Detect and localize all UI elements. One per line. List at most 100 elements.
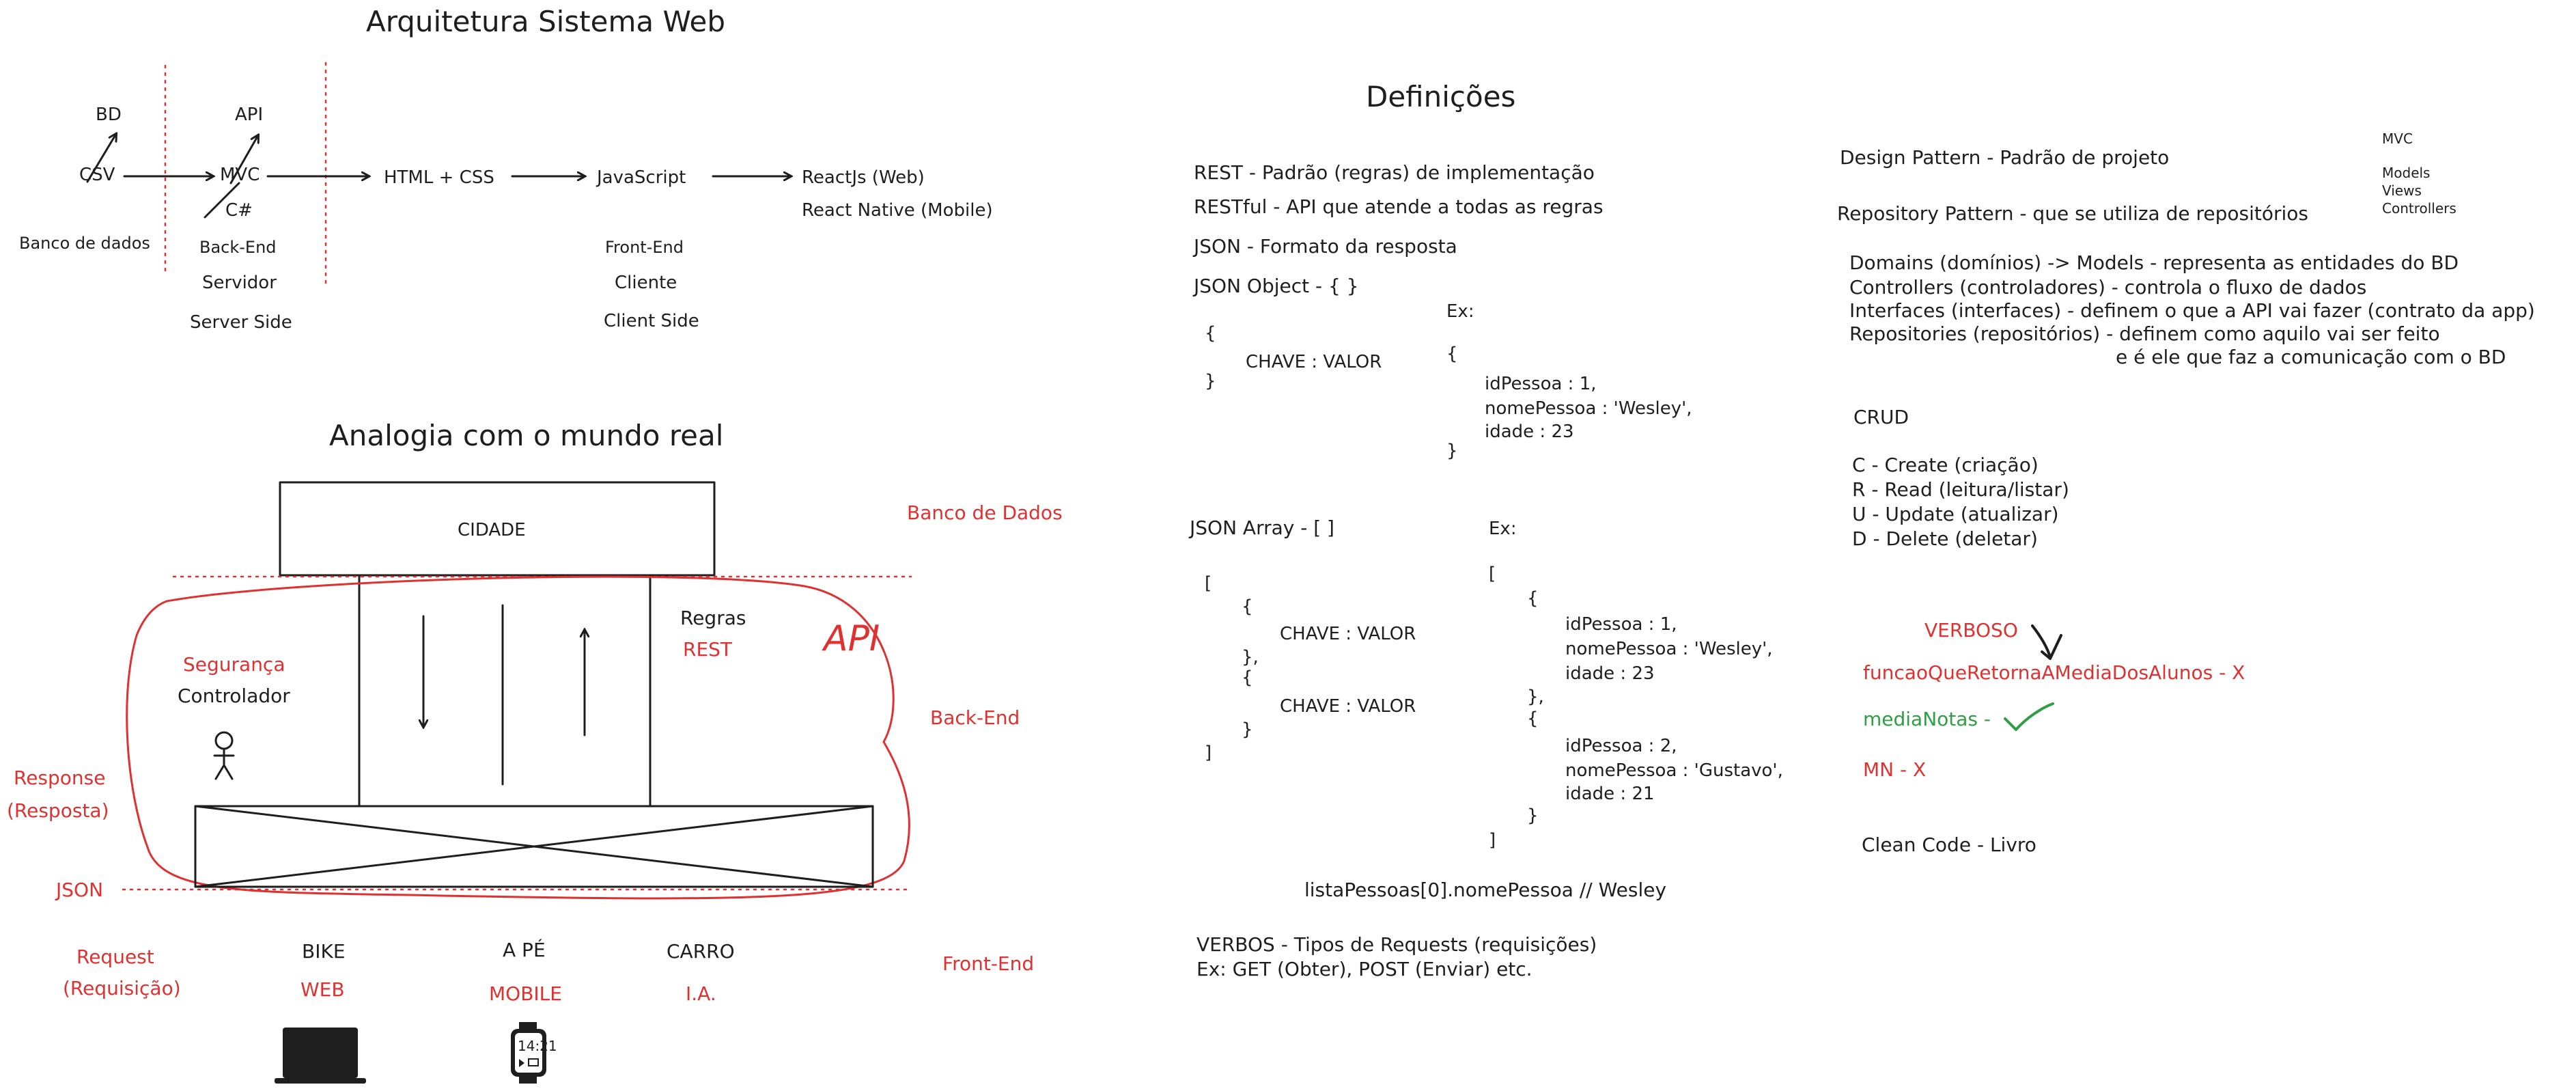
ex-close: } [1446, 441, 1458, 461]
arch-banco: Banco de dados [19, 234, 150, 253]
ex2-open: [ [1489, 564, 1496, 584]
arch-clientside: Client Side [604, 311, 699, 331]
def-verbos: VERBOS - Tipos de Requests (requisições) [1196, 933, 1597, 956]
cidade-box [279, 481, 716, 577]
ex2-b1: { [1527, 588, 1539, 609]
pattern-controllers-line: Controllers (controladores) - controla o… [1849, 276, 2366, 299]
ex2-id2: idPessoa : 2, [1565, 736, 1677, 756]
resposta-label: (Resposta) [7, 799, 109, 822]
mn-label: MN - X [1863, 758, 1926, 781]
backend-label: Back-End [930, 706, 1020, 729]
pattern-repositories: Repositories (repositórios) - definem co… [1849, 322, 2440, 345]
crud-d: D - Delete (deletar) [1852, 527, 2038, 550]
controlador-label: Controlador [178, 685, 290, 707]
arch-cliente: Cliente [615, 273, 677, 293]
verboso-arrow-icon [2031, 624, 2062, 660]
clean-code-label: Clean Code - Livro [1862, 833, 2036, 856]
obj-open: { [1205, 323, 1216, 344]
ex2-idade2: idade : 21 [1565, 784, 1655, 804]
ex-open: { [1446, 344, 1458, 364]
def-rest: REST - Padrão (regras) de implementação [1194, 161, 1595, 184]
checkmark-icon [2004, 702, 2054, 731]
arch-csharp: C# [225, 200, 253, 221]
ape-label: A PÉ [503, 938, 546, 961]
request-label: Request [76, 946, 154, 968]
arch-htmlcss: HTML + CSS [384, 167, 494, 188]
analogia-section: Analogia com o mundo real CIDADE Banco d… [7, 419, 1063, 1084]
frontend-label: Front-End [942, 952, 1034, 975]
road-base-box [194, 805, 874, 888]
def-lista: listaPessoas[0].nomePessoa // Wesley [1304, 879, 1666, 901]
ex2-b2: }, [1527, 687, 1544, 707]
pattern-interfaces: Interfaces (interfaces) - definem o que … [1849, 299, 2535, 322]
ex-idade: idade : 23 [1485, 422, 1574, 442]
def-verbos-ex: Ex: GET (Obter), POST (Enviar) etc. [1196, 958, 1532, 980]
ex2-label: Ex: [1489, 519, 1517, 539]
road-base-cross-2 [194, 805, 874, 888]
arch-bd: BD [96, 105, 122, 125]
smartwatch-icon: 14:21 [511, 1022, 557, 1084]
ex2-close: ] [1489, 830, 1496, 851]
watch-time: 14:21 [518, 1038, 557, 1054]
arch-bd-arrow [86, 134, 116, 183]
ex2-idade1: idade : 23 [1565, 663, 1655, 684]
media-label: mediaNotas - [1863, 708, 1991, 730]
arch-csv: CSV [79, 165, 115, 185]
ex2-nome2: nomePessoa : 'Gustavo', [1565, 760, 1783, 781]
arr-close: ] [1205, 743, 1212, 763]
arr-kv1: CHAVE : VALOR [1280, 624, 1416, 644]
funcao-label: funcaoQueRetornaAMediaDosAlunos - X [1863, 661, 2245, 684]
arch-reactnative: React Native (Mobile) [802, 200, 993, 221]
ex2-id1: idPessoa : 1, [1565, 614, 1677, 635]
carro-label: CARRO [667, 940, 735, 963]
arch-section: Arquitetura Sistema Web BD CSV Banco de … [19, 5, 993, 333]
pattern-controllers: Controllers [2382, 200, 2456, 217]
arr-b1: { [1242, 596, 1253, 617]
obj-kv: CHAVE : VALOR [1246, 352, 1382, 372]
arr-kv2: CHAVE : VALOR [1280, 696, 1416, 717]
requisicao-label: (Requisição) [63, 977, 181, 1000]
laptop-icon [275, 1028, 366, 1084]
verboso-label: VERBOSO [1924, 619, 2018, 642]
arch-title: Arquitetura Sistema Web [366, 5, 725, 38]
defs-title: Definições [1366, 80, 1515, 113]
arr-b3: { [1242, 667, 1253, 688]
pattern-mvc: MVC [2382, 130, 2413, 147]
arr-open: [ [1205, 573, 1212, 594]
pattern-models: Models [2382, 165, 2430, 181]
arch-api: API [235, 105, 263, 125]
arr-b4: } [1242, 719, 1253, 740]
ex2-nome1: nomePessoa : 'Wesley', [1565, 639, 1773, 659]
bike-label: BIKE [302, 940, 346, 963]
json-label: JSON [55, 879, 103, 901]
arch-servidor: Servidor [202, 273, 277, 293]
pattern-repositories-2: e é ele que faz a comunicação com o BD [2116, 346, 2506, 368]
definicoes-section: Definições REST - Padrão (regras) de imp… [1188, 80, 1783, 980]
arr-b2: }, [1242, 647, 1259, 667]
arch-backend: Back-End [199, 238, 277, 257]
ex2-b3: { [1527, 708, 1539, 729]
obj-close: } [1205, 371, 1216, 391]
def-jsonobject: JSON Object - { } [1192, 275, 1359, 297]
def-jsonarray: JSON Array - [ ] [1188, 516, 1334, 539]
ex-id: idPessoa : 1, [1485, 374, 1597, 394]
stickman-icon [213, 731, 235, 780]
mobile-label: MOBILE [489, 982, 562, 1005]
crud-c: C - Create (criação) [1852, 454, 2039, 476]
arch-javascript: JavaScript [596, 167, 686, 188]
ex-nome: nomePessoa : 'Wesley', [1485, 398, 1692, 419]
pattern-views: Views [2382, 182, 2422, 199]
arch-api-arrow-1 [229, 135, 258, 184]
arch-frontend: Front-End [605, 238, 684, 257]
rest-label: REST [683, 638, 733, 661]
api-boundary [126, 575, 910, 900]
pattern-domains: Domains (domínios) -> Models - represent… [1849, 251, 2459, 274]
api-label: API [822, 618, 880, 659]
arch-serverside: Server Side [190, 312, 292, 333]
pattern-design: Design Pattern - Padrão de projeto [1840, 146, 2169, 169]
crud-r: R - Read (leitura/listar) [1852, 478, 2069, 501]
crud-u: U - Update (atualizar) [1852, 503, 2059, 525]
crud-title: CRUD [1853, 406, 1909, 428]
seguranca-label: Segurança [183, 653, 285, 676]
